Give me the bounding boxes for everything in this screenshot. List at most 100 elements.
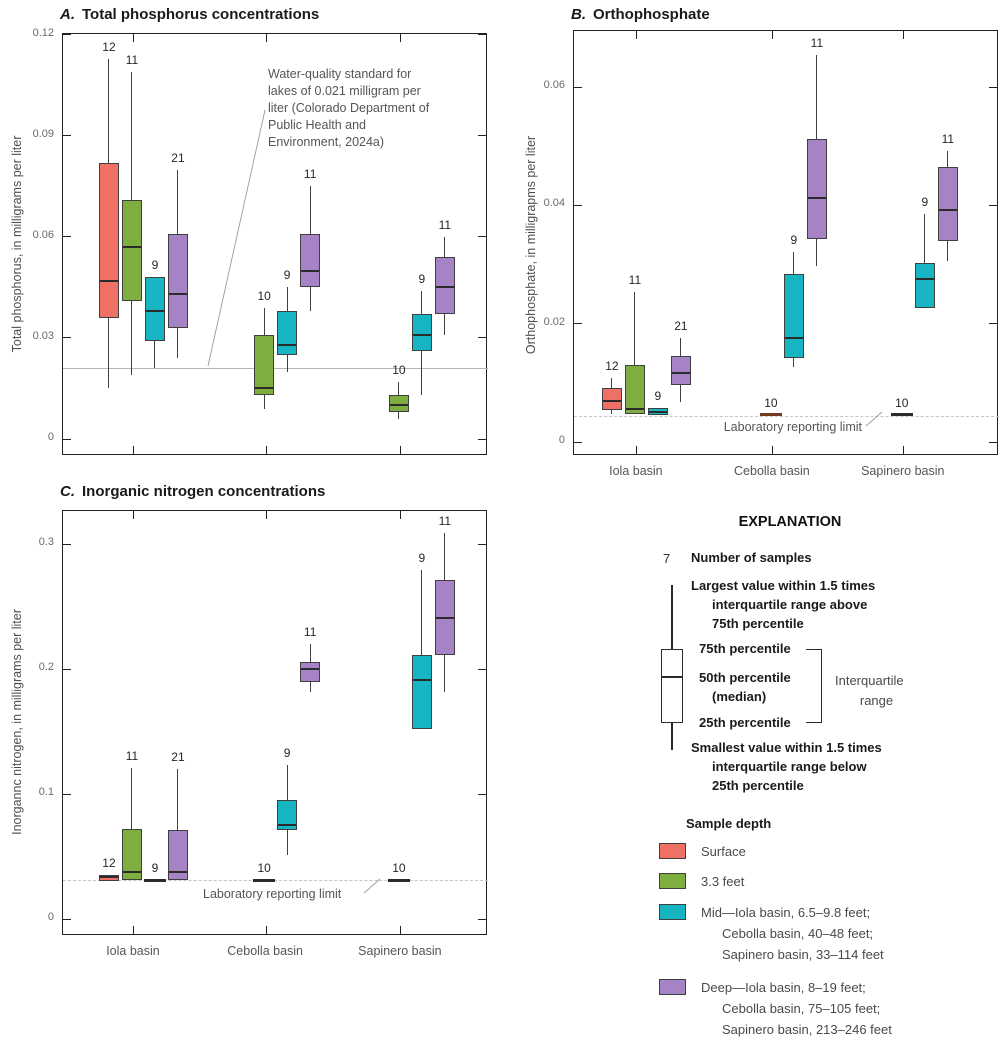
box-mid [144,277,165,342]
y-axis-tick [63,668,71,670]
y-tick-label: 0.06 [32,228,54,241]
box-mid [411,314,432,352]
y-tick-label: 0.3 [38,536,54,548]
y-axis-tick [989,204,997,206]
lower-whisker [177,327,179,359]
x-axis-tick [772,31,774,39]
legend-label-surface: Surface [701,844,746,859]
box-deep [670,356,691,386]
box-deep [167,233,188,328]
y-axis-tick [478,34,486,36]
sample-count-label: 21 [171,750,185,764]
x-axis-label: Iola basin [609,464,663,478]
sample-count-label: 11 [438,513,452,528]
box-3.3 feet [624,365,645,415]
sample-count-label: 11 [125,748,139,763]
y-tick-label: 0 [47,911,54,923]
upper-whisker [309,186,311,234]
y-axis-tick [989,441,997,443]
x-axis-label: Iola basin [106,944,160,958]
median-line [168,870,187,873]
x-axis-tick [903,446,905,454]
x-axis-tick [400,926,402,934]
explanation-p50-label: 50th percentile [699,670,791,685]
water-quality-standard-annotation: Water-quality standard for lakes of 0.02… [268,67,430,149]
upper-whisker [398,381,400,396]
upper-whisker [309,644,311,662]
upper-whisker [421,290,423,315]
panel-c-title-text: Inorganic nitrogen concentrations [82,483,326,500]
upper-whisker [286,765,288,801]
y-tick-label: 0.03 [32,329,54,342]
sample-count-label: 9 [921,195,929,210]
panel-b-title: B.Orthophosphate [571,6,710,23]
sample-count-label: 11 [303,167,317,182]
y-tick-label: 0.09 [32,127,54,140]
sample-count-label: 11 [125,52,139,67]
lower-whisker [816,238,818,266]
panel-a-title-text: Total phosphorus concentrations [82,6,320,23]
box-deep [167,830,188,881]
box-mid [277,311,298,355]
sample-depth-title: Sample depth [686,816,772,831]
y-axis-tick [478,438,486,440]
box-surface [601,387,622,411]
upper-whisker [680,337,682,357]
sample-count-label: 10 [257,288,271,303]
lower-whisker [444,655,446,692]
y-axis-tick [478,135,486,137]
y-axis-tick [63,34,71,36]
box-3.3 feet [121,199,142,301]
upper-whisker [924,214,926,263]
sample-count-label: 9 [283,746,291,761]
legend-swatch-mid [659,904,686,920]
sample-count-label: 9 [283,268,291,283]
y-axis-tick [63,135,71,137]
lower-whisker [444,314,446,335]
x-axis-tick [265,34,267,42]
lower-whisker [309,681,311,692]
upper-whisker [634,291,636,366]
lower-whisker [154,341,156,369]
legend-swatch-3-3-feet [659,873,686,889]
sample-count-label: 9 [151,861,159,876]
upper-whisker [108,58,110,163]
lower-whisker [611,410,613,415]
box-3.3 feet [121,829,142,881]
iqr-label-line-1: Interquartile [835,673,904,688]
upper-whisker [131,71,133,200]
legend-label-deep-line-1: Deep—Iola basin, 8–19 feet; [701,980,866,995]
median-line [278,343,297,346]
x-axis-tick [400,511,402,519]
median-line [255,387,274,390]
flat-box-3.3 feet [253,878,276,882]
y-tick-label: 0.12 [32,26,54,39]
explanation-p75-label: 75th percentile [699,641,791,656]
lower-whisker [286,830,288,856]
lower-whisker [131,300,133,375]
y-tick-label: 0.2 [38,661,54,673]
panel-c-title: C. Inorganic nitrogen concentrations [60,483,325,500]
panel-c-lab-limit-label: Laboratory reporting limit [203,887,342,901]
x-axis-tick [400,446,402,454]
legend-label-mid-line-2: Cebolla basin, 40–48 feet; [722,926,874,941]
median-line [435,616,454,619]
panel-c-letter: C. [60,483,75,500]
lower-whisker [398,412,400,419]
median-line [412,679,431,682]
y-axis-tick [478,236,486,238]
sample-count-label: 10 [392,362,406,377]
box-deep [434,257,455,315]
lab-reporting-limit-line [63,880,488,882]
legend-swatch-surface [659,843,686,859]
x-axis-tick [133,446,135,454]
x-axis-tick [133,511,135,519]
lower-whisker [421,351,423,396]
sample-count-label: 9 [654,388,662,403]
y-axis-tick [63,236,71,238]
median-line [412,333,431,336]
lower-whisker [108,317,110,389]
box-mid [783,274,804,358]
median-line [915,277,934,280]
